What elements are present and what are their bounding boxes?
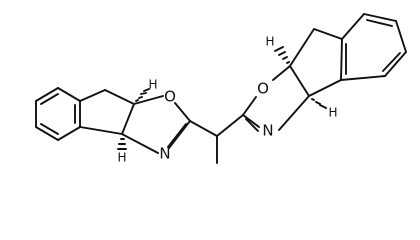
left-fused-rings (79, 89, 191, 154)
left-ring-nitrogen-label: N (159, 145, 170, 163)
left-benzene-ring (35, 87, 81, 141)
chemical-structure-diagram: O N O N H H H H (35, 13, 407, 165)
ethylidene-linker (189, 114, 244, 164)
stereo-h-left-bottom-label: H (117, 151, 126, 165)
stereo-h-right-bottom-label: H (328, 106, 337, 120)
right-benzene-ring (340, 13, 407, 81)
right-stereo-wedges (274, 46, 327, 109)
stereo-h-left-top-label: H (148, 78, 157, 92)
right-ring-oxygen-label: O (257, 80, 269, 98)
right-fused-rings (242, 28, 343, 132)
right-ring-nitrogen-label: N (262, 122, 273, 140)
left-stereo-wedges (117, 88, 150, 150)
stereo-h-right-top-label: H (265, 35, 274, 49)
left-ring-oxygen-label: O (164, 88, 176, 106)
